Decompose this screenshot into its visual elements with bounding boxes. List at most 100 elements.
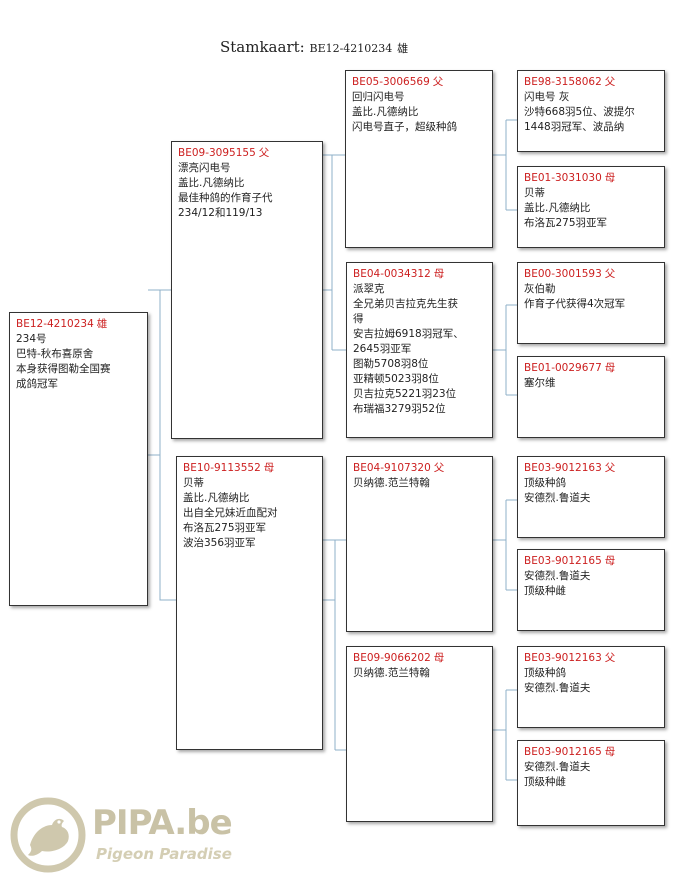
sex-label: 父 — [604, 462, 616, 474]
connector-sire — [322, 154, 346, 351]
card-line: 1448羽冠军、波品纳 — [524, 121, 625, 133]
card-line: 布瑞福3279羽52位 — [353, 403, 446, 415]
sex-label: 父 — [258, 147, 270, 159]
card-line: 亚精顿5023羽8位 — [353, 373, 439, 385]
connector-gen1 — [148, 289, 176, 601]
ring-number: BE05-3006569 — [352, 76, 430, 88]
sex-label: 母 — [433, 268, 445, 280]
ring-number: BE12-4210234 — [16, 318, 94, 330]
card-line: 贝蒂 — [183, 477, 204, 489]
logo-brand-text: PIPA.be — [92, 803, 233, 843]
ring-number: BE03-9012163 — [524, 462, 602, 474]
card-line: 贝蒂 — [524, 187, 545, 199]
card-line: 布洛瓦275羽亚军 — [183, 522, 267, 534]
ring-number: BE04-9107320 — [353, 462, 431, 474]
page-title: Stamkaart: BE12-4210234 雄 — [220, 38, 408, 56]
sex-label: 父 — [432, 76, 444, 88]
card-line: 贝吉拉克5221羽23位 — [353, 388, 457, 400]
pipa-logo: PIPA.be Pigeon Paradise — [8, 795, 248, 875]
sex-label: 父 — [604, 76, 616, 88]
card-line: 闪电号直子，超级种鸽 — [352, 121, 457, 133]
sex-label: 父 — [604, 268, 616, 280]
card-line: 顶级种鸽 — [524, 477, 566, 489]
card-line: 盖比.凡德纳比 — [352, 106, 419, 118]
pigeon-logo-icon — [10, 797, 86, 873]
connector-ds — [492, 499, 517, 591]
card-line: 234/12和119/13 — [178, 207, 263, 219]
card-line: 波治356羽亚军 — [183, 537, 256, 549]
sex-label: 母 — [604, 746, 616, 758]
sex-label: 父 — [433, 462, 445, 474]
card-line: 成鸽冠军 — [16, 378, 58, 390]
card-line: 安吉拉姆6918羽冠军、 — [353, 328, 464, 340]
ring-number: BE03-9012165 — [524, 555, 602, 567]
card-line: 安德烈.鲁道夫 — [524, 761, 591, 773]
ring-number: BE04-0034312 — [353, 268, 431, 280]
card-line: 最佳种鸽的作育子代 — [178, 192, 273, 204]
card-line: 盖比.凡德纳比 — [178, 177, 245, 189]
ring-number: BE03-9012165 — [524, 746, 602, 758]
ring-number: BE10-9113552 — [183, 462, 261, 474]
card-line: 顶级种雌 — [524, 776, 566, 788]
ring-number: BE98-3158062 — [524, 76, 602, 88]
card-line: 贝纳德.范兰特翰 — [353, 667, 430, 679]
card-line: 顶级种雌 — [524, 585, 566, 597]
sex-label: 母 — [604, 555, 616, 567]
card-line: 塞尔维 — [524, 377, 556, 389]
sex-label: 母 — [433, 652, 445, 664]
card-line: 安德烈.鲁道夫 — [524, 492, 591, 504]
card-line: 巴特-秋布喜原舍 — [16, 348, 94, 360]
card-line: 安德烈.鲁道夫 — [524, 570, 591, 582]
card-line: 布洛瓦275羽亚军 — [524, 217, 608, 229]
card-line: 2645羽亚军 — [353, 343, 412, 355]
title-sex: 雄 — [397, 42, 409, 55]
title-prefix: Stamkaart: — [220, 38, 305, 56]
logo-tagline: Pigeon Paradise — [96, 845, 232, 863]
sex-label: 母 — [604, 172, 616, 184]
card-line: 贝纳德.范兰特翰 — [353, 477, 430, 489]
connector-dd — [492, 689, 517, 781]
card-line: 回归闪电号 — [352, 91, 405, 103]
sex-label: 母 — [604, 362, 616, 374]
card-line: 灰伯勒 — [524, 283, 556, 295]
card-line: 234号 — [16, 333, 47, 345]
card-line: 漂亮闪电号 — [178, 162, 231, 174]
connector-dam — [322, 539, 346, 751]
ring-number: BE03-9012163 — [524, 652, 602, 664]
card-line: 作育子代获得4次冠军 — [524, 298, 626, 310]
sex-label: 母 — [263, 462, 275, 474]
card-line: 安德烈.鲁道夫 — [524, 682, 591, 694]
sex-label: 父 — [604, 652, 616, 664]
ring-number: BE09-3095155 — [178, 147, 256, 159]
ring-number: BE09-9066202 — [353, 652, 431, 664]
card-line: 图勒5708羽8位 — [353, 358, 429, 370]
card-line: 盖比.凡德纳比 — [524, 202, 591, 214]
card-line: 顶级种鸽 — [524, 667, 566, 679]
connector-sd — [492, 304, 517, 396]
sex-label: 雄 — [96, 318, 108, 330]
card-line: 本身获得图勒全国赛 — [16, 363, 111, 375]
ring-number: BE01-0029677 — [524, 362, 602, 374]
card-line: 盖比.凡德纳比 — [183, 492, 250, 504]
ring-number: BE01-3031030 — [524, 172, 602, 184]
card-line: 沙特668羽5位、波提尔 — [524, 106, 635, 118]
card-line: 出自全兄妹近血配对 — [183, 507, 278, 519]
card-line: 全兄弟贝吉拉克先生获 — [353, 298, 458, 310]
card-line: 派翠克 — [353, 283, 385, 295]
